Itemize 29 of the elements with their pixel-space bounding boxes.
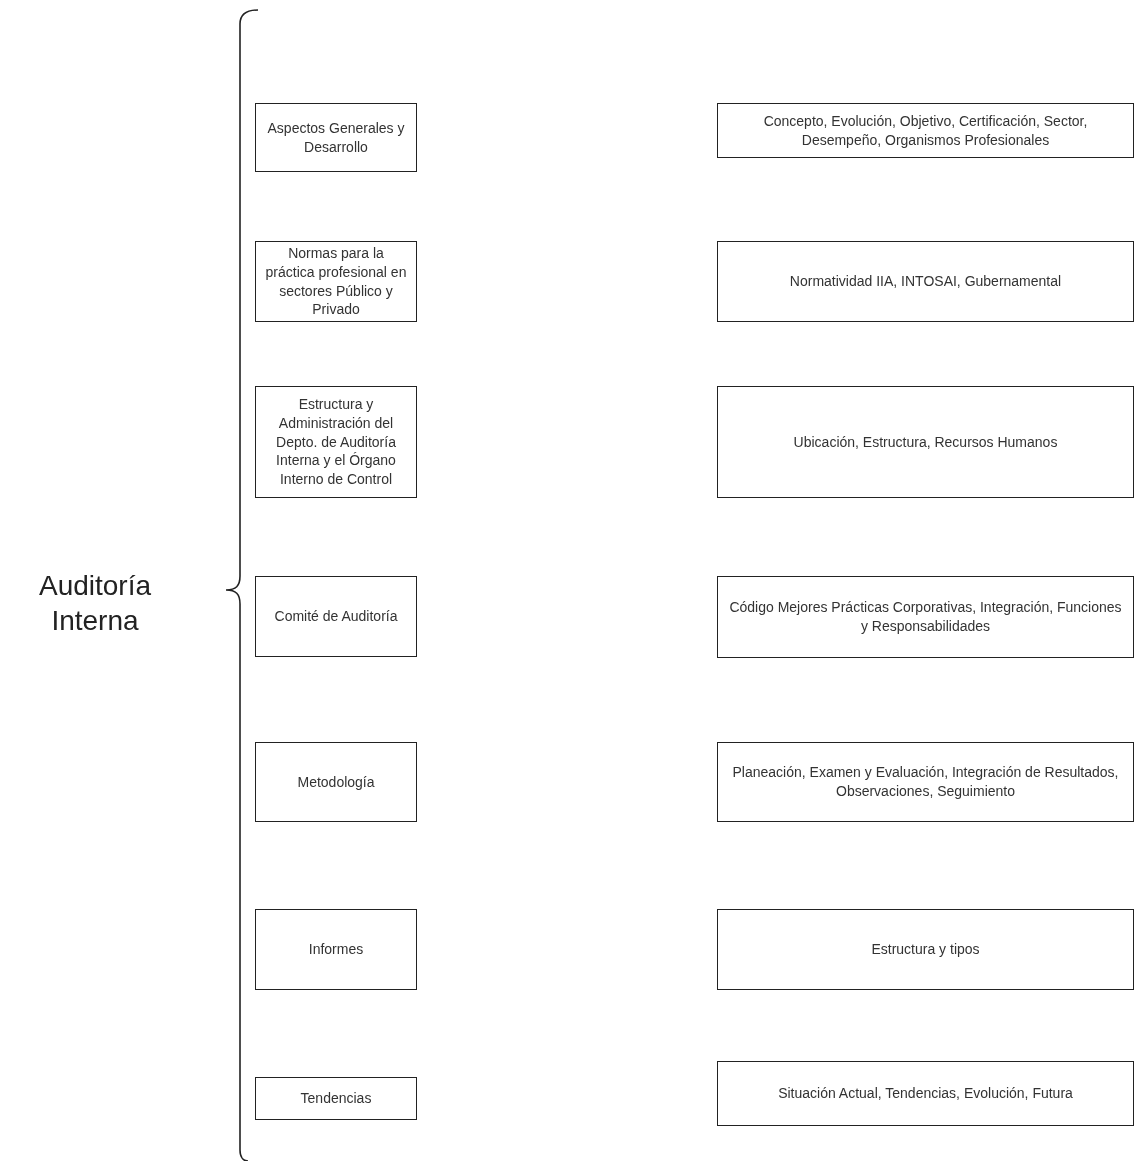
- topic-box: [255, 241, 417, 322]
- box-text: Código Mejores Prácticas Corporativas, Integración, Funciones y Responsabilidades: [728, 598, 1123, 636]
- box-text: Normas para la práctica profesional en sectores Público y Privado: [264, 243, 408, 320]
- detail-box: [717, 1061, 1134, 1126]
- box-text: Estructura y tipos: [871, 940, 980, 959]
- box-text: Comité de Auditoría: [274, 607, 398, 626]
- topic-box: [255, 909, 417, 990]
- box-text: Estructura y Administración del Depto. de Auditoría Interna y el Órgano Interno de Control: [275, 394, 397, 490]
- box-text: Normatividad IIA, INTOSAI, Gubernamental: [789, 272, 1062, 291]
- topic-box: [255, 742, 417, 822]
- topic-box: [255, 1077, 417, 1120]
- detail-box: [717, 386, 1134, 498]
- box-text: Situación Actual, Tendencias, Evolución, Futura: [778, 1084, 1073, 1103]
- topic-box: [255, 576, 417, 657]
- detail-box: [717, 576, 1134, 658]
- detail-box: [717, 103, 1134, 158]
- box-text: Informes: [308, 940, 364, 959]
- box-text: Concepto, Evolución, Objetivo, Certificación, Sector, Desempeño, Organismos Profesionales: [762, 111, 1089, 150]
- topic-box: [255, 386, 417, 498]
- detail-box: [717, 909, 1134, 990]
- box-text: Tendencias: [300, 1089, 372, 1108]
- detail-box: [717, 742, 1134, 822]
- box-text: Aspectos Generales y Desarrollo: [266, 118, 406, 157]
- detail-box: [717, 241, 1134, 322]
- main-heading: Auditoría Interna: [37, 569, 153, 638]
- box-text: Metodología: [297, 772, 375, 792]
- box-text: Ubicación, Estructura, Recursos Humanos: [793, 432, 1058, 452]
- topic-box: [255, 103, 417, 172]
- box-text: Planeación, Examen y Evaluación, Integración de Resultados, Observaciones, Seguimiento: [731, 763, 1120, 801]
